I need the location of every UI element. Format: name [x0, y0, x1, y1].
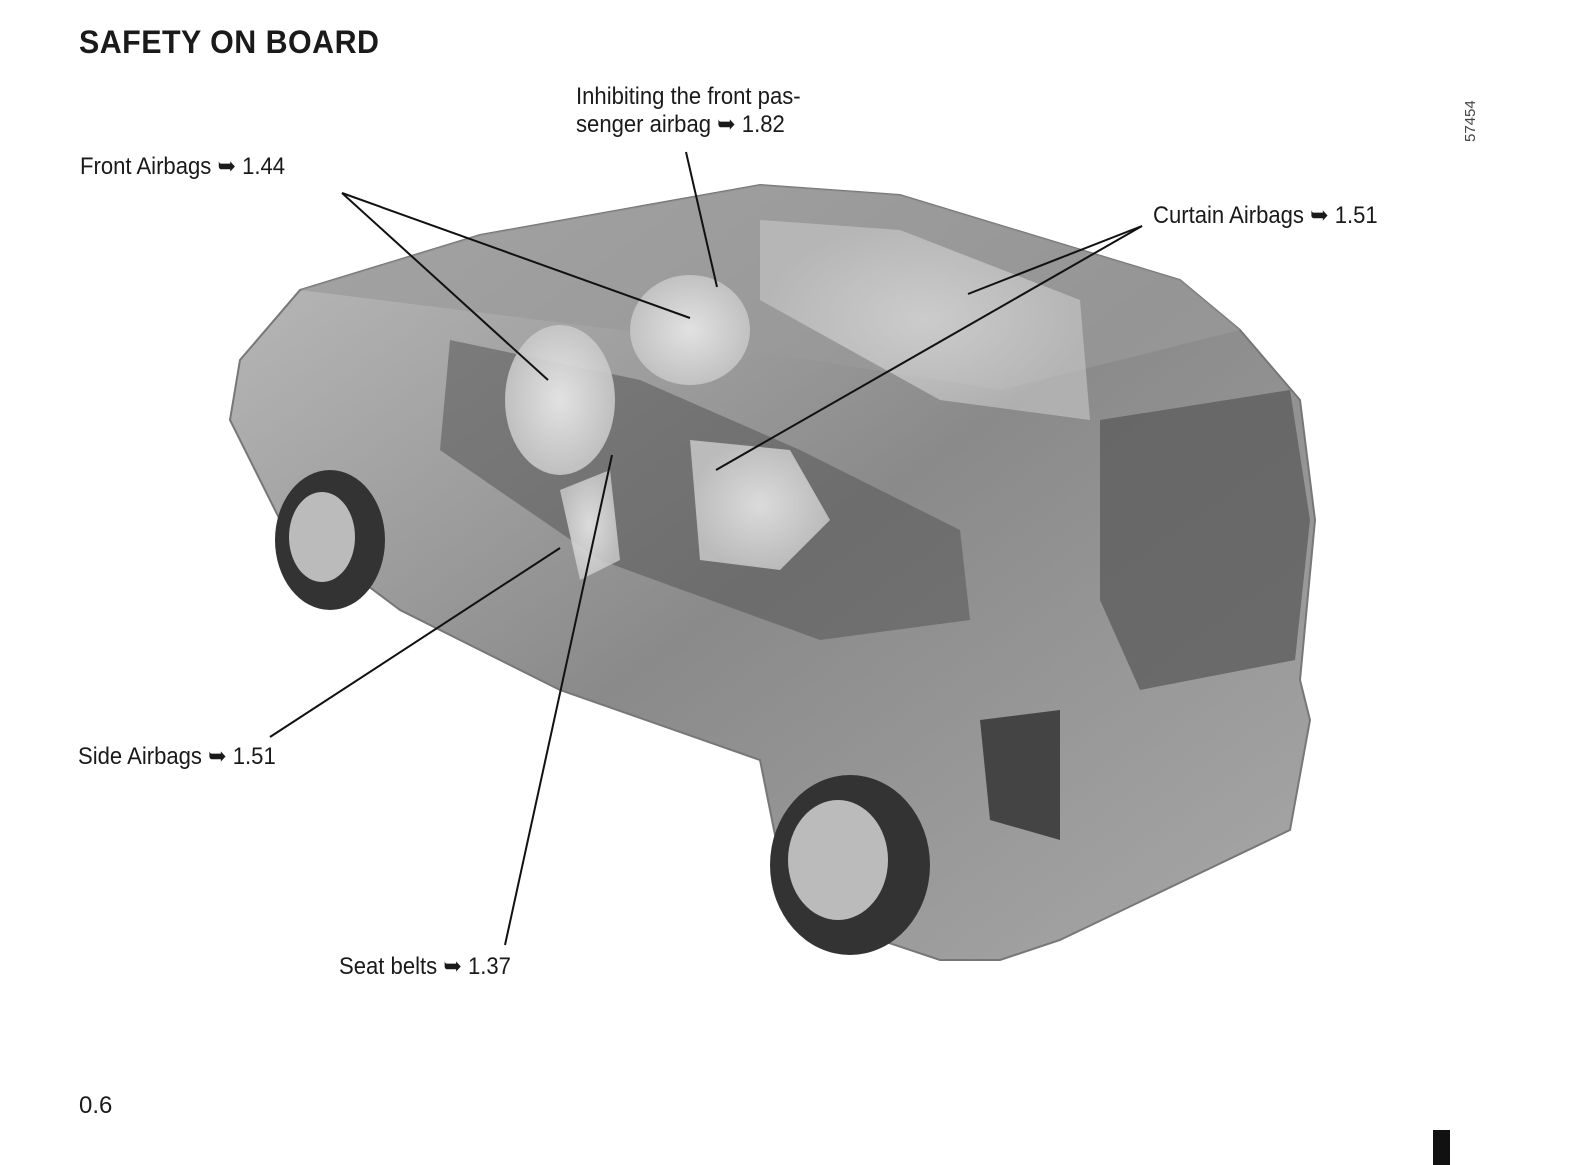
page-title: SAFETY ON BOARD	[79, 24, 380, 60]
callout-inhibit-airbag-line1: Inhibiting the front pas-	[576, 83, 801, 110]
leader-lines	[269, 151, 1143, 946]
wheels	[275, 470, 930, 955]
callout-seat-belts: Seat belts ➥ 1.37	[339, 953, 511, 980]
callout-inhibit-airbag-line2: senger airbag ➥ 1.82	[576, 111, 785, 138]
airbags	[505, 220, 1090, 580]
callout-side-airbags: Side Airbags ➥ 1.51	[78, 743, 276, 770]
page-number: 0.6	[79, 1092, 113, 1119]
section-marker	[1433, 1130, 1450, 1165]
callout-curtain-airbags: Curtain Airbags ➥ 1.51	[1153, 202, 1378, 229]
callout-front-airbags: Front Airbags ➥ 1.44	[80, 153, 286, 180]
